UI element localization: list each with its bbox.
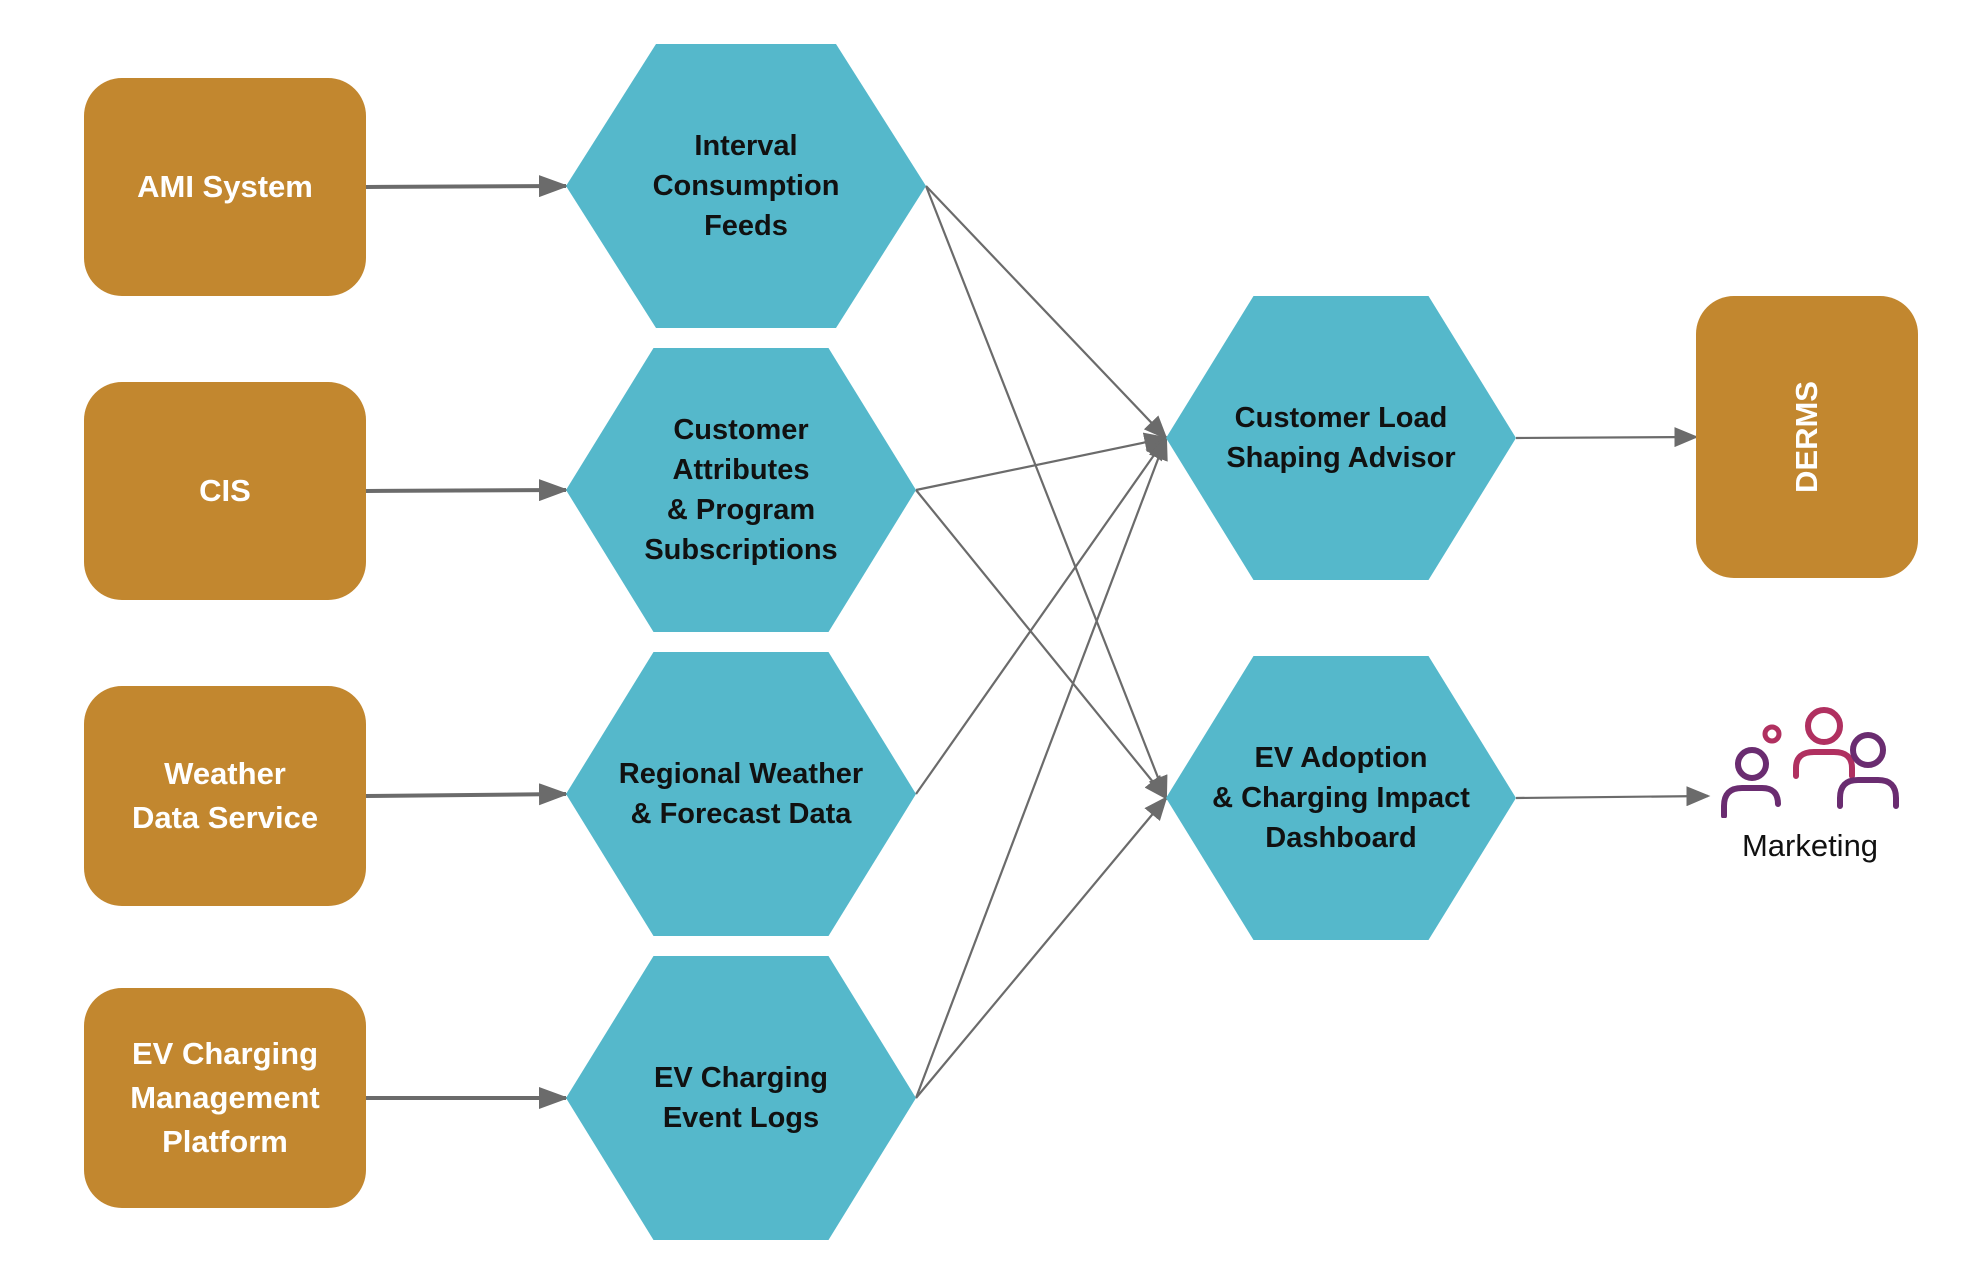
person-body-icon [1793,749,1855,779]
connector-customer-attrs-to-load-shaping [915,432,1169,492]
person-head-icon [1850,732,1886,768]
hex-label: Interval Consumption Feeds [652,130,840,242]
connector-cis-to-customer-attrs [365,479,569,502]
person-head-icon [1762,724,1782,744]
app-customer-load-shaping-advisor: Customer Load Shaping Advisor [1166,296,1516,580]
connector-ami-to-interval [365,175,569,198]
marketing-label: Marketing [1741,828,1879,863]
app-ev-adoption-dashboard: EV Adoption & Charging Impact Dashboard [1166,656,1516,940]
person-head-icon [1805,707,1843,745]
source-weather-data-service: Weather Data Service [84,686,366,906]
connector-customer-attrs-to-ev-dashboard [915,489,1168,800]
consumer-derms: DERMS [1696,296,1918,578]
connector-weather-to-regional-weather [365,783,569,806]
people-group-icon [1721,707,1899,818]
derms-label: DERMS [1788,381,1824,493]
connector-regional-weather-to-load-shaping [915,436,1168,795]
source-cis: CIS [84,382,366,600]
source-label: CIS [199,473,251,508]
source-ami-system: AMI System [84,78,366,296]
connector-ev-logs-to-load-shaping [914,435,1168,1099]
data-product-interval-consumption: Interval Consumption Feeds [566,44,926,328]
connector-interval-to-load-shaping [925,185,1168,440]
connector-ev-logs-to-ev-dashboard [915,796,1168,1099]
connector-interval-to-ev-dashboard [924,185,1168,801]
source-label: AMI System [137,169,313,204]
hex-label: Customer Load Shaping Advisor [1226,402,1456,474]
source-label: Weather Data Service [131,756,319,835]
hex-label: EV Adoption & Charging Impact Dashboard [1212,742,1470,854]
source-ev-charging-platform: EV Charging Management Platform [84,988,366,1208]
connector-ev-dashboard-to-marketing [1515,786,1711,807]
source-label: EV Charging Management Platform [130,1036,320,1159]
person-body-icon [1837,777,1899,809]
person-body-icon [1721,785,1781,818]
hex-label: Regional Weather & Forecast Data [618,758,864,830]
hex-label: Customer Attributes & Program Subscripti… [644,414,838,566]
person-head-icon [1735,747,1769,781]
connector-load-shaping-to-derms [1515,427,1699,448]
hex-label: EV Charging Event Logs [653,1062,828,1134]
